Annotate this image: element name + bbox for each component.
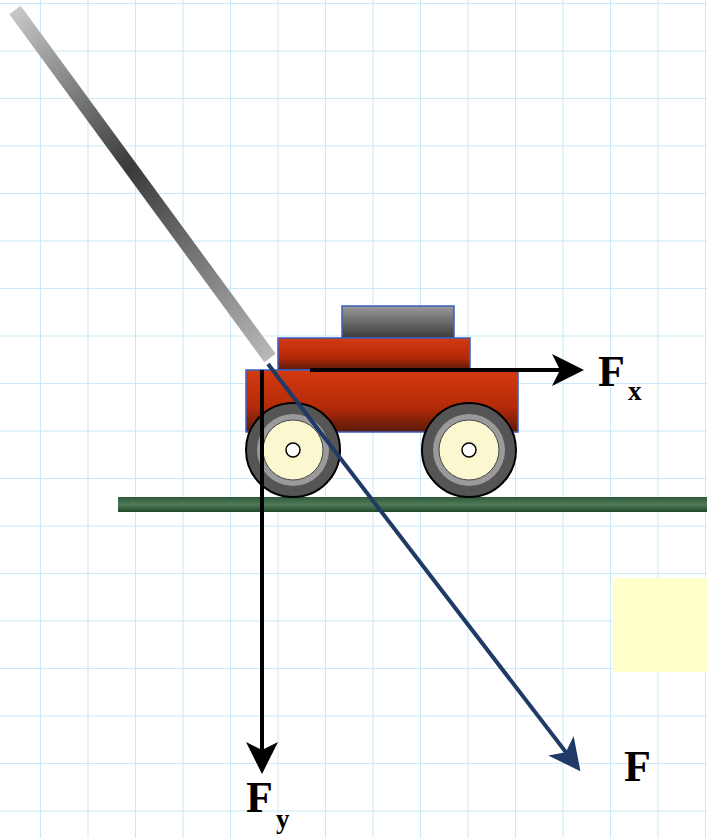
force-label: F: [598, 350, 625, 394]
subscript-label: y: [276, 806, 290, 833]
force-label: F: [624, 745, 651, 789]
subscript-label: x: [628, 378, 642, 405]
force-label: F: [246, 776, 273, 820]
